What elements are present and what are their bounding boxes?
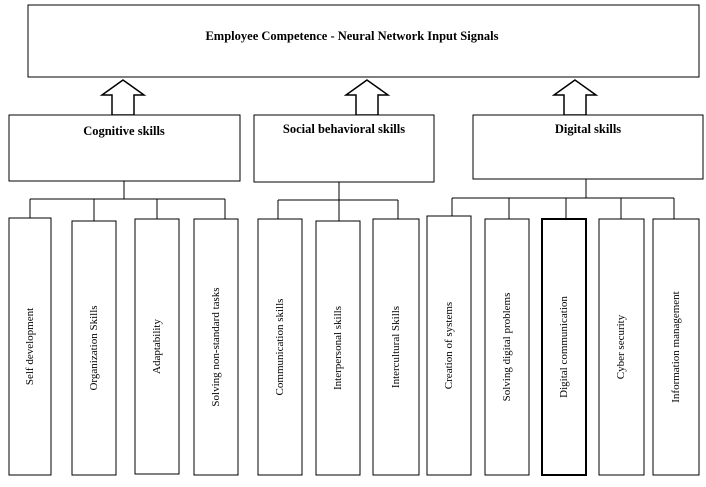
connectors-social <box>277 182 399 221</box>
leaf-label: Adaptability <box>151 319 163 374</box>
diagram-title: Employee Competence - Neural Network Inp… <box>205 29 498 43</box>
leaf-label: Digital communication <box>558 296 570 398</box>
group-box-cognitive <box>8 114 241 182</box>
leaf-label: Solving non-standard tasks <box>210 287 222 406</box>
leaf-label: Solving digital problems <box>501 293 513 402</box>
leaf-label: Communication skills <box>274 299 286 396</box>
group-digital: Digital skills <box>472 114 704 180</box>
group-social: Social behavioral skills <box>253 114 435 183</box>
leaf-intercultural-skills: Intercultural Skills <box>372 218 420 476</box>
leaf-self-development: Self development <box>8 217 52 476</box>
leaf-label: Intercultural Skills <box>390 306 402 388</box>
connectors-digital <box>451 179 675 219</box>
leaf-label: Cyber security <box>615 314 627 379</box>
leaf-cyber-security: Cyber security <box>598 218 645 476</box>
leaf-adaptability: Adaptability <box>134 218 180 475</box>
leaf-digital-communication: Digital communication <box>541 218 587 476</box>
connectors-cognitive <box>29 181 226 221</box>
leaf-organization-skills: Organization Skills <box>71 220 117 476</box>
leaf-label: Creation of systems <box>443 302 455 389</box>
title-node: Employee Competence - Neural Network Inp… <box>27 4 700 78</box>
leaf-communication-skills: Communication skills <box>257 218 303 476</box>
group-cognitive: Cognitive skills <box>8 114 241 182</box>
up-arrow-digital <box>551 79 599 116</box>
group-label-digital: Digital skills <box>555 122 621 136</box>
leaf-solving-non-standard-tasks: Solving non-standard tasks <box>193 218 239 476</box>
group-label-cognitive: Cognitive skills <box>83 124 165 138</box>
group-label-social: Social behavioral skills <box>283 122 405 136</box>
leaf-label: Interpersonal skills <box>332 306 344 390</box>
leaf-label: Organization Skills <box>88 305 100 390</box>
group-box-social <box>253 114 435 183</box>
up-arrow-social <box>343 79 391 116</box>
title-box <box>27 4 700 78</box>
leaf-label: Self development <box>24 308 36 385</box>
leaf-information-management: Information management <box>652 218 700 476</box>
leaf-label: Information management <box>670 291 682 403</box>
leaf-solving-digital-problems: Solving digital problems <box>484 218 530 476</box>
up-arrow-cognitive <box>99 79 147 116</box>
group-box-digital <box>472 114 704 180</box>
leaf-interpersonal-skills: Interpersonal skills <box>315 220 361 476</box>
leaf-creation-of-systems: Creation of systems <box>426 215 472 476</box>
